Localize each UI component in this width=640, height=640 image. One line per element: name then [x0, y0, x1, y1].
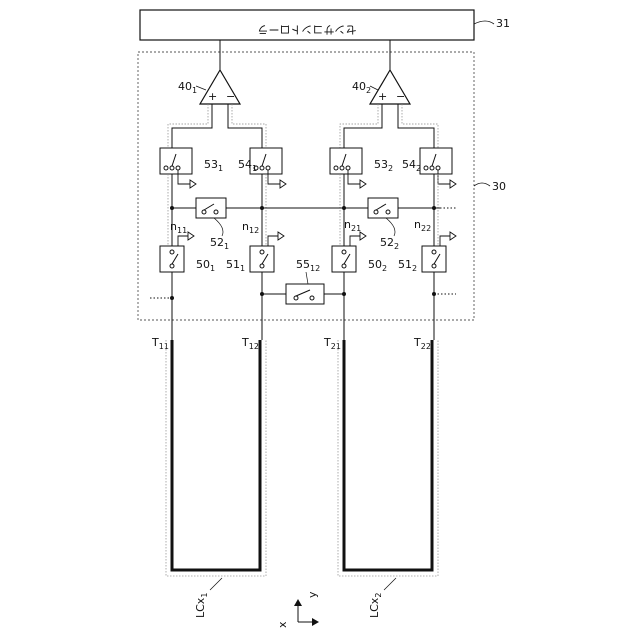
- svg-text:T22: T22: [413, 336, 431, 351]
- label-lcx2: LCx2: [368, 578, 396, 618]
- amp1-plus: +: [208, 90, 217, 103]
- controller-ref-label: 31: [496, 17, 510, 30]
- amp1-base: 40: [178, 80, 192, 93]
- switch-54-2: [420, 148, 452, 174]
- svg-text:n12: n12: [242, 220, 259, 235]
- svg-text:T12: T12: [241, 336, 259, 351]
- node-n11: n11: [170, 220, 187, 235]
- terminal-wires: [172, 272, 434, 340]
- svg-text:n11: n11: [170, 220, 187, 235]
- controller-label: センサコントローラ: [258, 23, 357, 36]
- amp1-sub: 1: [192, 86, 197, 95]
- node-n12: n12: [242, 220, 259, 235]
- switch-50-1: [160, 246, 184, 272]
- switch-51-1: [250, 246, 274, 272]
- controller-ref: 31: [474, 17, 510, 30]
- label-50-1: 501: [196, 258, 215, 273]
- svg-text:n21: n21: [344, 218, 361, 233]
- svg-text:542: 542: [402, 158, 421, 173]
- svg-text:511: 511: [226, 258, 245, 273]
- svg-text:532: 532: [374, 158, 393, 173]
- sensor-block-ref-label: 30: [492, 180, 506, 193]
- svg-text:LCx1: LCx1: [194, 593, 209, 618]
- svg-text:n22: n22: [414, 218, 431, 233]
- amp2-minus: −: [396, 90, 405, 103]
- svg-text:401: 401: [178, 80, 197, 95]
- label-55-12: 5512: [296, 258, 320, 284]
- switch-53-1: [160, 148, 192, 174]
- label-lcx1: LCx1: [194, 578, 222, 618]
- amplifier-40-2: + −: [370, 70, 410, 104]
- sensor-controller: センサコントローラ: [140, 10, 474, 40]
- loop-coil-2: [338, 340, 438, 576]
- axis-x-label: x: [276, 621, 289, 628]
- amplifier-40-1: + −: [200, 70, 240, 104]
- terminal-T12: T12: [241, 336, 259, 351]
- switch-51-2: [422, 246, 446, 272]
- amp1-minus: −: [226, 90, 235, 103]
- svg-text:531: 531: [204, 158, 223, 173]
- label-53-2: 532: [374, 158, 393, 173]
- svg-text:LCx2: LCx2: [368, 593, 383, 618]
- svg-text:501: 501: [196, 258, 215, 273]
- svg-text:522: 522: [380, 236, 399, 251]
- switch-55-12: [286, 284, 324, 304]
- svg-text:521: 521: [210, 236, 229, 251]
- amplifier-40-2-label: 402: [352, 80, 378, 95]
- axis-indicator: x y: [276, 591, 319, 628]
- amp2-sub: 2: [366, 86, 371, 95]
- label-52-1: 521: [210, 218, 229, 251]
- label-52-2: 522: [380, 218, 399, 251]
- svg-text:502: 502: [368, 258, 387, 273]
- switch-53-2: [330, 148, 362, 174]
- terminal-T22: T22: [413, 336, 431, 351]
- label-54-2: 542: [402, 158, 421, 173]
- amplifier-40-1-label: 401: [178, 80, 206, 95]
- amp-input-wires: [168, 104, 438, 148]
- label-53-1: 531: [204, 158, 223, 173]
- label-50-2: 502: [368, 258, 387, 273]
- axis-y-label: y: [306, 591, 319, 598]
- label-51-1: 511: [226, 258, 245, 273]
- loop-coil-1: [166, 340, 266, 576]
- switch-52-1: [196, 198, 226, 218]
- amp2-plus: +: [378, 90, 387, 103]
- svg-text:512: 512: [398, 258, 417, 273]
- controller-wires: [220, 40, 390, 70]
- switch-52-2: [368, 198, 398, 218]
- switch-50-2: [332, 246, 356, 272]
- svg-text:402: 402: [352, 80, 371, 95]
- amp2-base: 40: [352, 80, 366, 93]
- node-n21: n21: [344, 218, 361, 233]
- node-n22: n22: [414, 218, 431, 233]
- svg-text:5512: 5512: [296, 258, 320, 273]
- sensor-block-ref: 30: [474, 180, 506, 193]
- label-51-2: 512: [398, 258, 417, 273]
